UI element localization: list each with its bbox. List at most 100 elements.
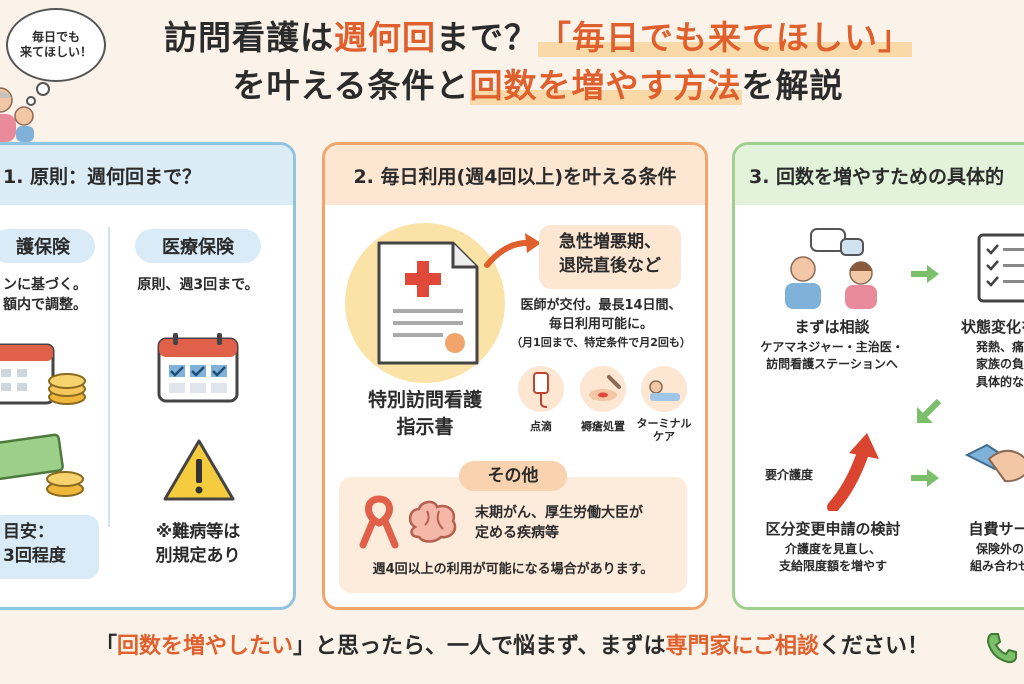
panel-principle: 1. 原則：週何回まで？ 護保険 ンに基づく。 額内で調整。 目安： 3回程度 … <box>0 142 296 610</box>
bubble-dot-small <box>26 96 36 106</box>
patient-bed-icon <box>641 366 687 412</box>
doc-label-line: 特別訪問看護 <box>367 389 482 411</box>
ribbon-icon <box>359 495 399 549</box>
page-title: 訪問看護は週何回まで？「毎日でも来てほしい」 を叶える条件と回数を増やす方法を解… <box>108 14 968 110</box>
other-note: 週4回以上の利用が可能になる場合があります。 <box>372 562 654 577</box>
step3-title: 区分変更申請の検討 <box>765 520 901 538</box>
other-line: 末期がん、厚生労働大臣が <box>475 505 643 521</box>
step2-line: 発熱、痛み <box>975 339 1024 354</box>
arrow-down-left-icon <box>917 398 942 423</box>
iryo-label: 医療保険 <box>135 229 261 263</box>
phone-icon <box>986 633 1017 664</box>
step2: 状態変化を記 発熱、痛み 家族の負担 具体的な根 <box>931 317 1024 391</box>
step2-title: 状態変化を記 <box>960 318 1024 336</box>
arrow-up-icon <box>827 433 879 511</box>
calendar-icon <box>0 343 86 405</box>
desc-line: 毎日利用可能に。 <box>548 316 653 332</box>
nanbyo-line: 別規定あり <box>155 545 241 566</box>
step4-line: 保険外のサ <box>975 541 1024 556</box>
other-box <box>339 477 687 593</box>
bubble-dot <box>36 82 50 96</box>
footer-part: ください！ <box>819 634 930 659</box>
step1-line: ケアマネジャー・主治医・ <box>760 339 904 354</box>
arrow-right-icon <box>911 265 939 283</box>
nanbyo-line: ※難病等は <box>155 522 241 542</box>
step1-line: 訪問看護ステーションへ <box>766 357 898 372</box>
terminal-label: ターミナル ケア <box>631 417 697 443</box>
panel-methods: 3. 回数を増やすための具体的 まずは相談 ケアマネジャー・主治医・ 訪問看護ス… <box>732 142 1024 610</box>
iryo-text: 原則、週3回まで。 <box>137 277 259 293</box>
bubble-line-2: 来てほしい！ <box>19 45 92 59</box>
step3-line: 支給限度額を増やす <box>778 559 887 574</box>
family-illustration-icon <box>0 87 34 142</box>
doc-label-line: 指示書 <box>396 415 454 438</box>
doc-label: 特別訪問看護 指示書 <box>335 387 515 440</box>
footer-highlight: 回数を増やしたい <box>116 634 293 659</box>
step3-arrow-label: 要介護度 <box>765 468 814 482</box>
other-title: その他 <box>459 461 567 491</box>
kaigo-label: 護保険 <box>0 229 95 263</box>
step3-line: 介護度を見直し、 <box>784 541 881 556</box>
step2-line: 家族の負担 <box>975 357 1024 372</box>
other-text: 末期がん、厚生労働大臣が 定める疾病等 <box>475 503 685 544</box>
terminal-line: ケア <box>653 430 675 444</box>
other-line: 定める疾病等 <box>475 525 559 542</box>
nanbyo-note: ※難病等は 別規定あり <box>123 521 273 569</box>
step4-title: 自費サービ <box>968 520 1024 538</box>
checklist-icon <box>977 233 1024 303</box>
step4-line: 組み合わせて <box>969 559 1024 574</box>
kaigo-text: ンに基づく。 額内で調整。 <box>3 275 123 316</box>
brain-icon <box>408 500 457 543</box>
title-part: を叶える条件と <box>232 66 470 105</box>
title-highlight: 週何回 <box>334 18 436 57</box>
footer-highlight: 専門家にご相談 <box>665 634 820 659</box>
drip-item: 点滴 <box>513 365 569 435</box>
terminal-line: ターミナル <box>636 417 692 430</box>
footer-message: 「回数を増やしたい」と思ったら、一人で悩まず、まずは専門家にご相談ください！ <box>0 628 1024 660</box>
step1-title: まずは相談 <box>794 318 870 336</box>
title-part: 訪問看護は <box>164 18 334 57</box>
kaigo-text-line: 額内で調整。 <box>3 297 87 314</box>
warning-icon <box>163 439 235 501</box>
step1: まずは相談 ケアマネジャー・主治医・ 訪問看護ステーションへ <box>747 317 917 374</box>
panel-heading: 1. 原則：週何回まで？ <box>0 145 293 205</box>
divider <box>108 227 110 527</box>
meyasu-text: 目安： <box>3 522 54 542</box>
title-part: を解説 <box>741 66 844 105</box>
drip-icon <box>518 366 564 412</box>
wound-label: 褥瘡処置 <box>581 420 625 433</box>
step3: 区分変更申請の検討 介護度を見直し、 支給限度額を増やす <box>745 519 921 576</box>
title-part: まで？ <box>436 18 538 57</box>
wound-item: 褥瘡処置 <box>573 365 633 435</box>
step4: 自費サービ 保険外のサ 組み合わせて <box>931 519 1024 576</box>
bubble-line-1: 毎日でも <box>31 30 80 44</box>
title-quote: 「毎日でも来てほしい」 <box>538 18 912 57</box>
arrow-right-icon-2 <box>911 469 939 487</box>
footer-part: 「 <box>94 634 117 659</box>
panel-heading: 2. 毎日利用(週4回以上)を叶える条件 <box>325 145 705 205</box>
footer-part: 」と思ったら、一人で悩まず、まずは <box>292 634 666 659</box>
condition-line: 退院直後など <box>559 255 661 276</box>
desc-line: （月1回まで、特定条件で月2回も） <box>511 335 691 349</box>
speech-bubble: 毎日でも 来てほしい！ <box>6 8 106 82</box>
drip-label: 点滴 <box>530 420 552 433</box>
curved-arrow-icon <box>484 233 541 268</box>
meyasu-box: 目安： 3回程度 <box>0 515 99 579</box>
wound-care-icon <box>580 366 626 412</box>
panel-conditions: 2. 毎日利用(週4回以上)を叶える条件 特別訪問看護 指示書 急性増悪期、 退… <box>322 142 708 610</box>
condition-box: 急性増悪期、 退院直後など <box>539 225 681 289</box>
calendar-check-icon <box>157 333 239 403</box>
title-highlight: 回数を増やす方法 <box>469 66 742 105</box>
terminal-item: ターミナル ケア <box>631 365 697 443</box>
coins-icon <box>48 373 86 405</box>
step2-line: 具体的な根 <box>975 374 1024 389</box>
desc-line: 医師が交付。最長14日間、 <box>520 298 682 313</box>
kaigo-text-line: ンに基づく。 <box>3 277 87 293</box>
meyasu-text: 3回程度 <box>3 545 66 566</box>
condition-desc: 医師が交付。最長14日間、 毎日利用可能に。 （月1回まで、特定条件で月2回も） <box>503 297 699 351</box>
money-icon <box>0 433 84 497</box>
consult-icon <box>785 228 877 309</box>
condition-line: 急性増悪期、 <box>559 232 661 252</box>
panel-heading: 3. 回数を増やすための具体的 <box>735 145 1024 205</box>
handshake-icon <box>965 443 1024 483</box>
